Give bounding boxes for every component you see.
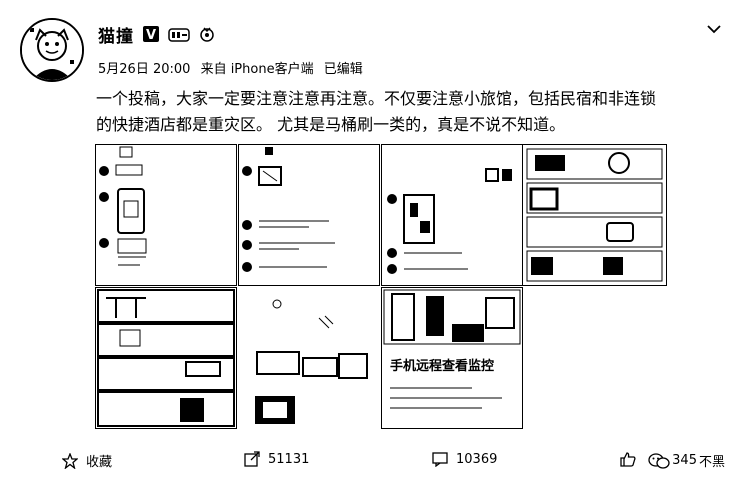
comment-button[interactable]: 10369 [432,451,497,467]
like-button[interactable] [620,451,636,467]
post-text: 一个投稿，大家一定要注意注意再注意。不仅要注意小旅馆，包括民宿和非连锁 的快捷酒… [96,86,716,138]
comment-icon [432,452,448,467]
watermark: 345 不黑 [648,451,725,470]
post-image[interactable] [522,144,667,286]
level-badge-icon [168,25,190,43]
post-text-line: 的快捷酒店都是重灾区。 尤其是马桶刷一类的，真是不说不知道。 [96,115,566,134]
username[interactable]: 猫撞 [98,26,134,47]
repost-button[interactable]: 51131 [244,451,309,467]
post-image[interactable] [95,287,237,429]
post-image[interactable] [95,144,237,286]
favorite-label: 收藏 [86,455,113,470]
repost-count: 51131 [268,451,310,467]
comment-count: 10369 [456,451,498,467]
verified-badge-text: V [146,28,156,43]
post-timestamp[interactable]: 5月26日 20:00 [98,62,191,77]
thumbs-up-icon [620,452,636,467]
post-meta: 5月26日 20:00 来自 iPhone客户端 已编辑 [98,58,369,77]
medal-icon [198,25,216,43]
star-icon [62,452,78,469]
post-image[interactable] [238,287,380,429]
repost-icon [244,451,260,467]
name-row: 猫撞 V [98,22,216,47]
post-image[interactable]: 手机远程查看监控 [381,287,523,429]
avatar[interactable] [20,18,84,82]
favorite-button[interactable]: 收藏 [62,451,112,470]
post-image[interactable] [381,144,523,286]
image-caption: 手机远程查看监控 [390,358,494,374]
post-text-line: 一个投稿，大家一定要注意注意再注意。不仅要注意小旅馆，包括民宿和非连锁 [96,89,657,108]
post-image[interactable] [238,144,380,286]
post-actions: 收藏 51131 10369 [0,447,743,477]
edited-label[interactable]: 已编辑 [323,62,363,77]
chevron-down-icon[interactable] [705,20,723,38]
wechat-icon [648,452,670,469]
watermark-text: 不黑 [698,455,725,470]
verified-badge-icon: V [142,25,160,43]
like-count: 345 [672,453,697,468]
post-source: 来自 iPhone客户端 [200,62,314,77]
